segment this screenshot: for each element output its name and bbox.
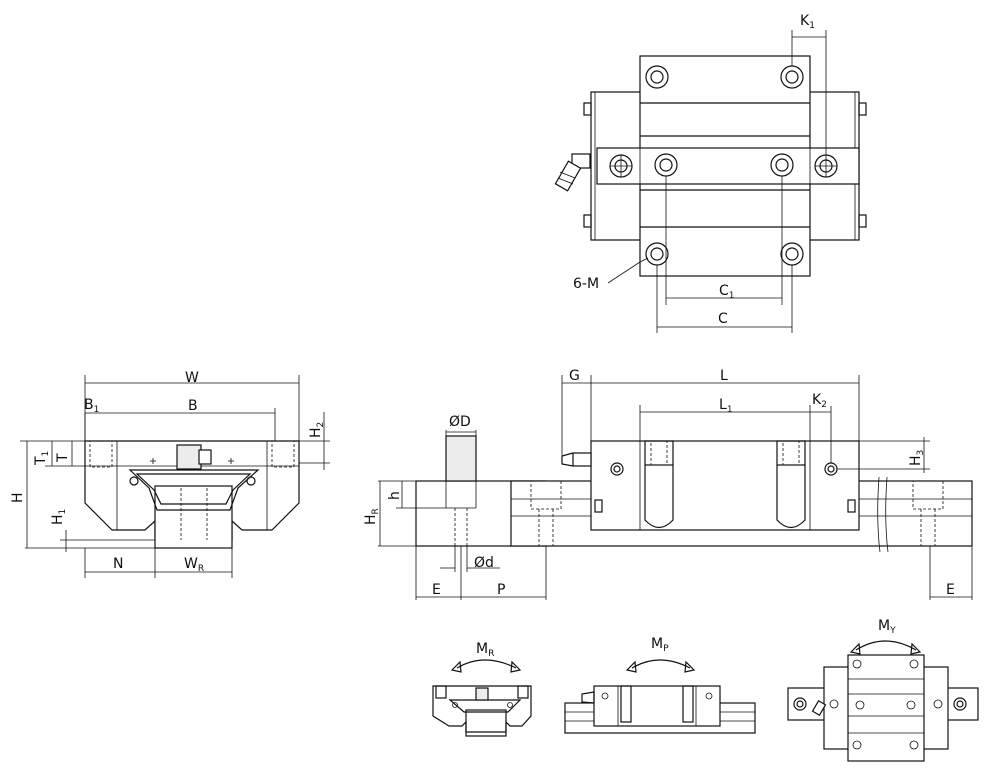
label-6-M: 6-M (573, 276, 599, 292)
label-MR: MR (476, 641, 494, 659)
label-K2: K2 (812, 392, 827, 410)
grease-nipple-side-icon (561, 452, 592, 467)
top-view-rail-band (596, 147, 860, 185)
label-h: h (387, 491, 403, 500)
label-T1: T1 (33, 451, 51, 466)
label-H1: H1 (50, 509, 68, 525)
moment-MY-view: MY (787, 618, 979, 762)
label-C1: C1 (719, 283, 735, 301)
grease-nipple-icon (554, 153, 591, 192)
bolt-head (445, 435, 477, 482)
label-MY: MY (878, 618, 896, 636)
front-view: W B1 B H2 T1 T H H1 N WR (10, 370, 330, 578)
label-phiD: ØD (449, 414, 471, 430)
label-phid: Ød (474, 555, 494, 571)
label-G: G (569, 368, 580, 384)
label-E-right: E (946, 582, 955, 598)
label-H3: H3 (908, 450, 926, 466)
label-K1: K1 (800, 13, 815, 31)
side-view: G L L1 K2 H3 E (510, 368, 973, 600)
label-WR: WR (184, 556, 204, 574)
front-view-rail (154, 485, 233, 549)
label-L: L (720, 368, 728, 384)
label-T: T (55, 453, 71, 463)
label-L1: L1 (719, 397, 733, 415)
label-HR: HR (363, 508, 381, 525)
label-H: H (10, 492, 26, 503)
label-B1: B1 (84, 397, 99, 415)
label-P: P (497, 582, 505, 598)
side-view-block (590, 440, 860, 531)
label-B: B (188, 398, 198, 414)
label-H2: H2 (308, 422, 326, 438)
label-W: W (185, 370, 199, 386)
top-view: K1 C1 C 6-M (554, 13, 867, 333)
label-E-left: E (432, 582, 441, 598)
moment-MP-view: MP (564, 636, 756, 734)
label-N: N (113, 556, 123, 572)
moment-MR-view: MR (432, 641, 532, 737)
label-MP: MP (651, 636, 669, 654)
label-C: C (718, 311, 728, 327)
